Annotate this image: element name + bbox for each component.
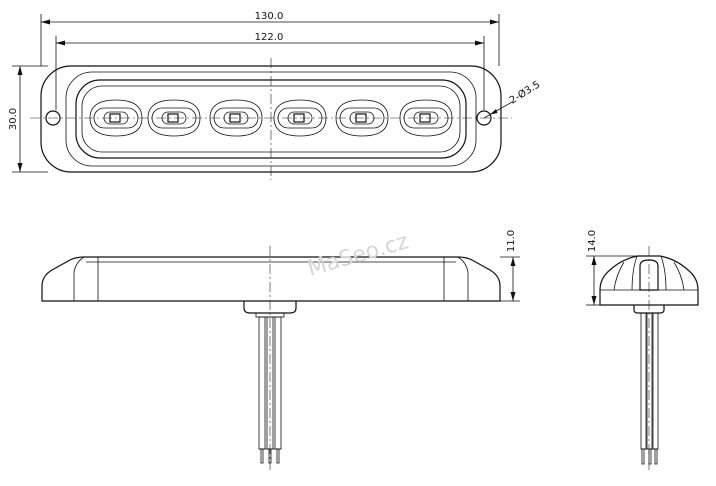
- dim-holes: 2-Ø3.5: [483, 78, 542, 119]
- dim-height-label: 30.0: [8, 108, 19, 130]
- side-wires: [258, 316, 282, 464]
- dim-end-height: 14.0: [586, 230, 640, 306]
- dim-hole-spacing-label: 122.0: [255, 32, 284, 43]
- top-view: [30, 58, 512, 180]
- end-wires: [640, 312, 659, 465]
- dim-hole-spacing: 122.0: [55, 32, 485, 110]
- dim-holes-label: 2-Ø3.5: [507, 78, 542, 106]
- side-profile: [41, 256, 501, 302]
- dim-side-thickness-label: 11.0: [506, 230, 517, 252]
- dim-height: 30.0: [8, 65, 48, 173]
- dim-overall-length-label: 130.0: [255, 11, 284, 22]
- watermark: MaSeo.cz: [305, 229, 412, 282]
- end-view: [599, 246, 699, 470]
- mount-hole-left: [45, 110, 61, 126]
- dim-side-thickness: 11.0: [500, 230, 520, 302]
- dim-overall-length: 130.0: [40, 11, 500, 66]
- end-profile: [599, 255, 699, 306]
- side-view: [41, 246, 501, 470]
- dim-end-height-label: 14.0: [587, 230, 598, 252]
